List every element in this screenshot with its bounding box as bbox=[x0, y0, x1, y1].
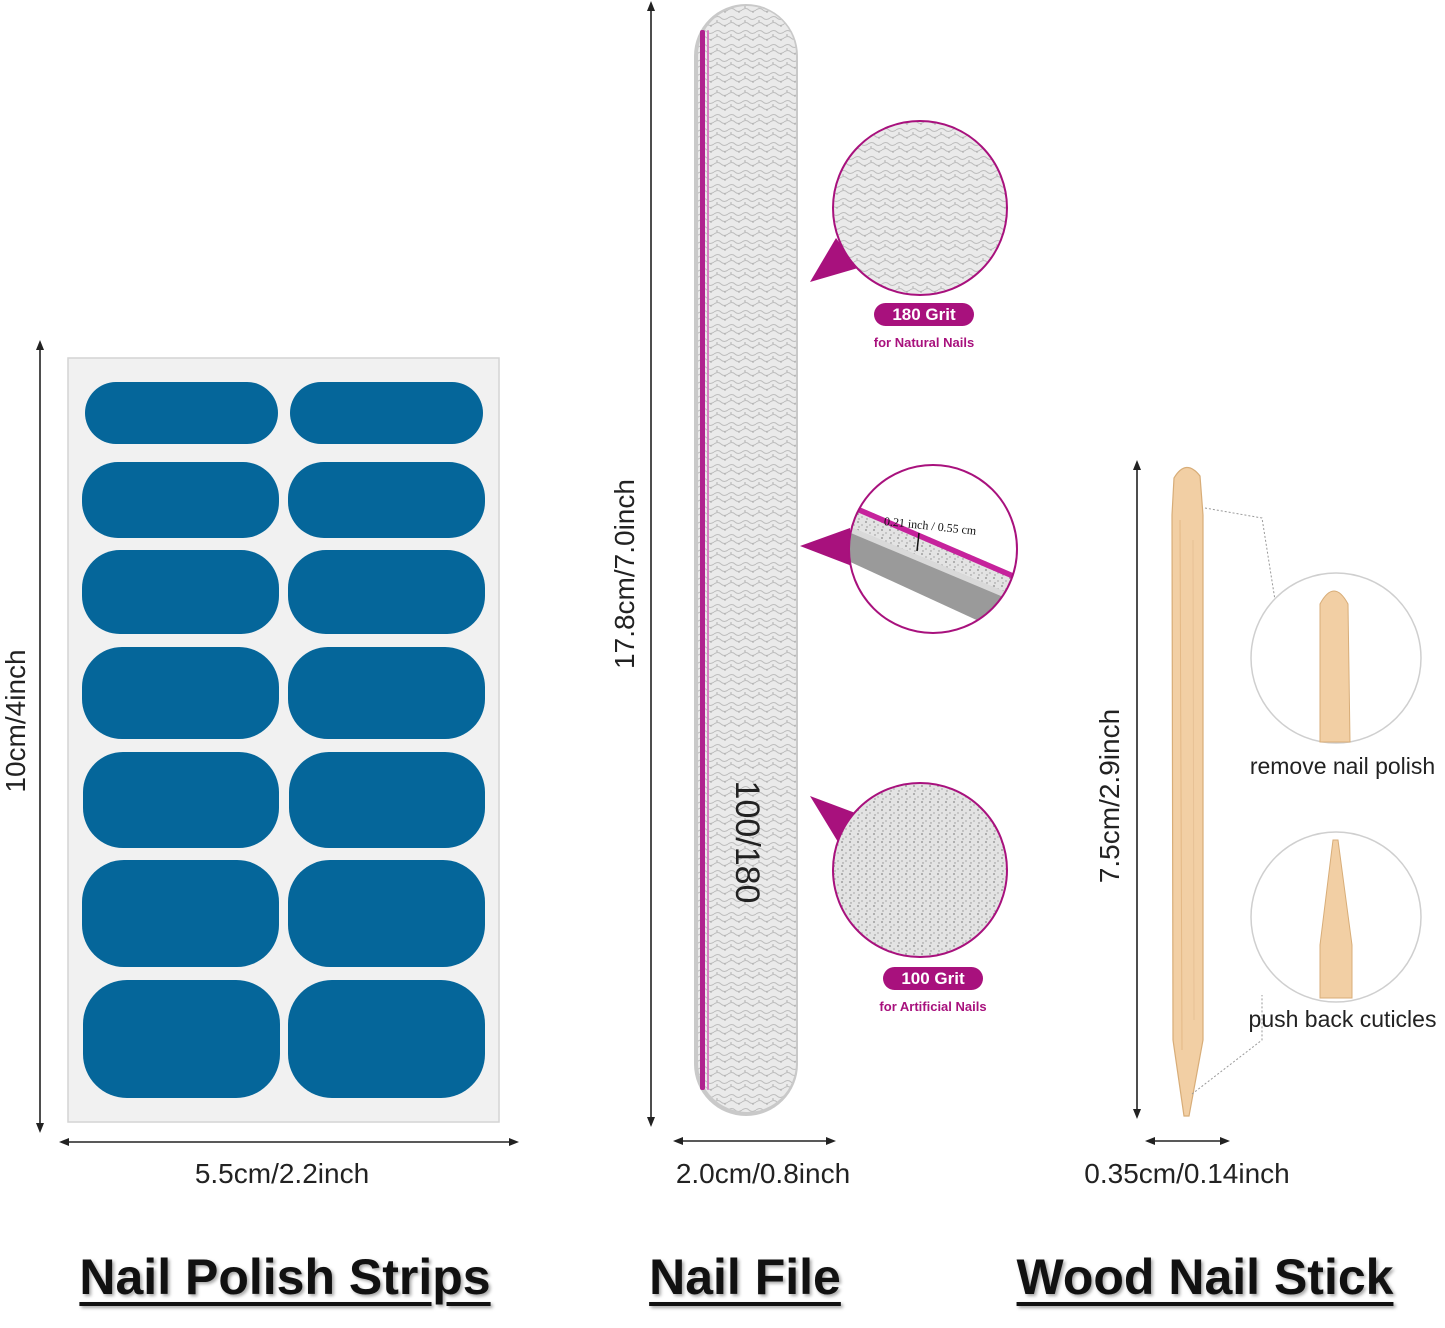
strips-height-label: 10cm/4inch bbox=[0, 649, 31, 793]
thickness-callout bbox=[800, 464, 1018, 634]
blunt-end-leader bbox=[1204, 507, 1276, 601]
nail-file-title: Nail File bbox=[649, 1249, 841, 1305]
strips-width-label: 5.5cm/2.2inch bbox=[194, 1158, 370, 1189]
fine-grit-callout bbox=[810, 120, 1008, 296]
blunt-end-detail bbox=[1250, 572, 1422, 744]
fine-grit-use: for Natural Nails bbox=[873, 335, 975, 350]
coarse-grit-tag: 100 Grit bbox=[829, 967, 1037, 990]
sharp-end-use-label: push back cuticles bbox=[1248, 1006, 1437, 1032]
coarse-grit-callout bbox=[810, 782, 1008, 958]
fine-grit-label: 180 Grit bbox=[874, 303, 974, 326]
coarse-grit-label: 100 Grit bbox=[883, 967, 983, 990]
file-width-label: 2.0cm/0.8inch bbox=[675, 1158, 851, 1189]
stick-width-label: 0.35cm/0.14inch bbox=[1084, 1158, 1290, 1189]
coarse-grit-use: for Artificial Nails bbox=[879, 999, 987, 1014]
blunt-end-use-label: remove nail polish bbox=[1249, 753, 1436, 779]
wood-stick bbox=[1171, 466, 1204, 1117]
file-grit-print: 100/180 bbox=[728, 780, 766, 904]
sharp-end-leader bbox=[1191, 995, 1263, 1095]
nail-strips-title: Nail Polish Strips bbox=[79, 1249, 491, 1305]
nail-strip-shapes bbox=[82, 382, 485, 1098]
nail-file bbox=[694, 4, 798, 1116]
nail-strip-sheet bbox=[67, 357, 500, 1123]
wood-stick-title: Wood Nail Stick bbox=[1016, 1249, 1394, 1305]
sharp-end-detail bbox=[1250, 831, 1422, 1003]
fine-grit-tag: 180 Grit bbox=[820, 303, 1028, 326]
stick-height-label: 7.5cm/2.9inch bbox=[1094, 708, 1125, 884]
file-height-label: 17.8cm/7.0inch bbox=[609, 479, 640, 669]
